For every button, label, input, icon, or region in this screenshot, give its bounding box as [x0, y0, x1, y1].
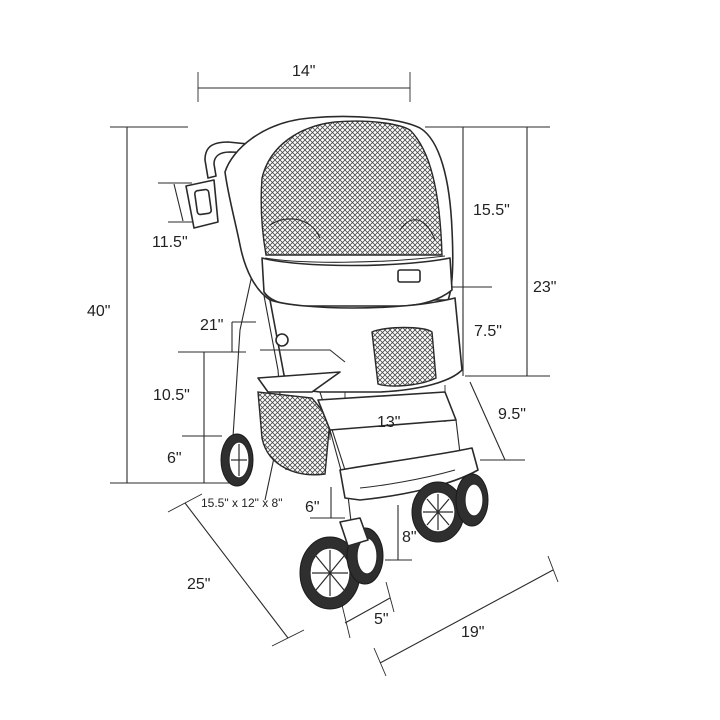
front-mesh-window	[371, 326, 437, 387]
storage-basket	[257, 391, 331, 476]
label-overall-length: 25"	[187, 576, 211, 593]
label-rear-clearance: 6"	[167, 450, 182, 467]
label-handle-reach: 21"	[200, 317, 224, 334]
front-wheel-right	[411, 473, 489, 543]
label-overall-depth: 19"	[461, 624, 485, 641]
dimension-lines	[110, 72, 559, 677]
label-overall-height: 40"	[87, 303, 111, 320]
label-cabin-height-total: 23"	[533, 279, 557, 296]
label-cabin-width: 13"	[377, 414, 401, 431]
label-handle-height: 11.5"	[152, 234, 188, 251]
label-cabin-to-basket: 10.5"	[153, 387, 190, 404]
name-tag-icon	[397, 269, 421, 283]
label-wheel-width: 5"	[374, 611, 389, 628]
canopy-mesh-window	[260, 120, 443, 256]
label-front-clearance: 6"	[305, 499, 320, 516]
stroller-frame	[185, 115, 479, 531]
label-basket-size: 15.5" x 12" x 8"	[201, 496, 283, 510]
label-overall-width: 14"	[292, 63, 316, 80]
front-wheel-left	[299, 517, 384, 610]
label-canopy-height: 15.5"	[473, 202, 510, 219]
label-cabin-lower: 7.5"	[474, 323, 502, 340]
rear-wheel-left	[220, 433, 254, 487]
label-front-wheel-height: 8"	[402, 529, 417, 546]
label-cabin-depth: 9.5"	[498, 406, 526, 423]
